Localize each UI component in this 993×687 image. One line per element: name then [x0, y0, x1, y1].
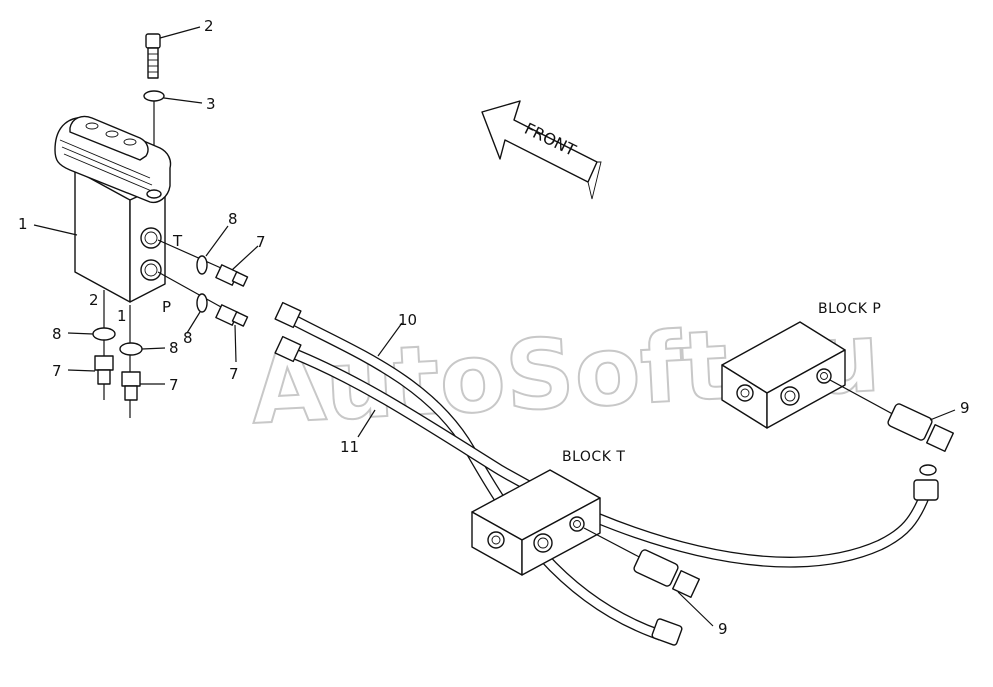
fitting-9-block-p-part — [887, 403, 954, 452]
callout-8-t: 8 — [228, 210, 238, 228]
callout-7-t: 7 — [256, 233, 266, 251]
bolt-part — [145, 33, 161, 79]
hose-11-fitting-part — [274, 335, 302, 363]
callout-8-p: 8 — [183, 329, 193, 347]
callout-8-bottom-right: 8 — [169, 339, 179, 357]
hose-10-end-fitting-part — [651, 618, 683, 646]
front-arrow-icon: FRONT — [481, 100, 602, 200]
callout-2-top: 2 — [204, 17, 214, 35]
o-ring-bottom-right-part — [119, 342, 143, 356]
callout-11: 11 — [340, 438, 359, 456]
callout-7-p: 7 — [229, 365, 239, 383]
hose-10-fitting-part — [274, 301, 302, 329]
callout-9-block-p: 9 — [960, 399, 970, 417]
callout-1-bottom: 1 — [117, 307, 127, 325]
callout-8-bottom-left: 8 — [52, 325, 62, 343]
o-ring-p-part — [196, 293, 208, 313]
callout-3: 3 — [206, 95, 216, 113]
block-t-label: BLOCK T — [562, 449, 625, 465]
washer-part — [143, 90, 165, 102]
block-p-label: BLOCK P — [818, 301, 881, 317]
callout-7-bottom-right: 7 — [169, 376, 179, 394]
callout-10: 10 — [398, 311, 417, 329]
hose-11-end-fitting-part — [913, 479, 939, 501]
callout-2-bottom: 2 — [89, 291, 99, 309]
fitting-9-block-t-part — [633, 549, 700, 598]
block-p-part — [721, 321, 846, 429]
adapter-t-part — [215, 264, 249, 287]
callout-9-block-t: 9 — [718, 620, 728, 638]
port-p-label: P — [162, 298, 171, 316]
callout-7-bottom-left: 7 — [52, 362, 62, 380]
o-ring-bottom-left-part — [92, 327, 116, 341]
valve-body-part — [54, 115, 172, 303]
o-ring-block-p-part — [919, 464, 937, 476]
adapter-p-part — [215, 304, 249, 327]
callout-1-top: 1 — [18, 215, 28, 233]
o-ring-t-part — [196, 255, 208, 275]
hose-11-part — [284, 346, 931, 568]
adapter-bottom-left-part — [94, 355, 114, 385]
block-t-part — [471, 469, 601, 576]
adapter-bottom-right-part — [121, 371, 141, 401]
port-t-label: T — [172, 232, 183, 250]
